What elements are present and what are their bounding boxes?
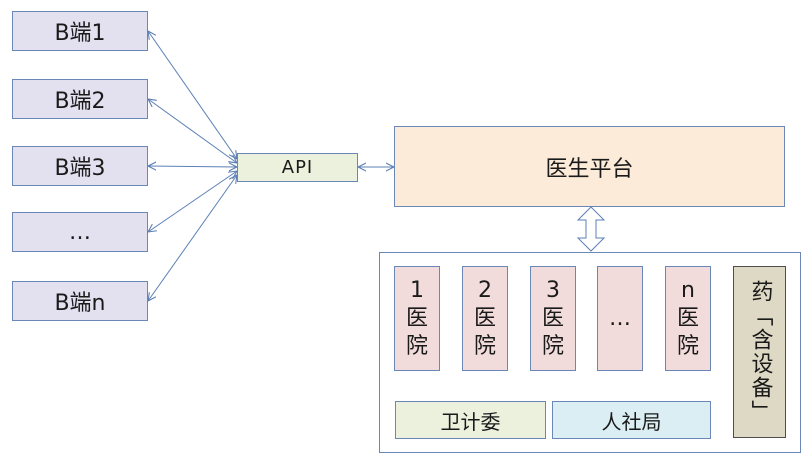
hospital-number: 3	[546, 277, 560, 303]
hospital-char-2: 院	[473, 333, 496, 359]
hospital-number: 2	[478, 277, 492, 303]
hospital-1: 1 医 院	[394, 266, 440, 371]
hospital-char-2: 院	[405, 333, 428, 359]
health-commission-box: 卫计委	[395, 401, 546, 439]
pharma-box: 药「含设备」	[733, 266, 786, 438]
client-b2: B端2	[12, 79, 148, 119]
client-bn: B端n	[12, 281, 148, 321]
health-commission-label: 卫计委	[440, 409, 501, 434]
client-b1: B端1	[12, 11, 148, 51]
link-b2-api	[148, 99, 237, 163]
hospital-number: n	[681, 277, 695, 303]
api-box: API	[237, 153, 358, 182]
client-label: B端2	[54, 89, 106, 114]
social-security-box: 人社局	[552, 401, 711, 439]
link-b3-api	[148, 166, 237, 167]
hospital-char-2: 院	[676, 333, 699, 359]
client-ellipsis: …	[12, 212, 148, 252]
client-label: B端1	[54, 21, 106, 46]
link-b4-api	[148, 171, 237, 232]
hospital-3: 3 医 院	[530, 266, 576, 371]
hospital-number: …	[609, 305, 631, 331]
hospital-char-2: 院	[541, 333, 564, 359]
client-label: …	[69, 219, 91, 245]
hospital-number: 1	[410, 277, 424, 303]
hospital-char-1: 医	[473, 305, 496, 331]
pharma-label: 药「含设备」	[747, 280, 773, 424]
doctor-platform-label: 医生平台	[545, 156, 634, 182]
hospital-char-1: 医	[541, 305, 564, 331]
hospital-2: 2 医 院	[462, 266, 508, 371]
client-label: B端3	[54, 156, 106, 181]
link-bn-api	[148, 175, 237, 301]
hospital-char-1: 医	[676, 305, 699, 331]
client-label: B端n	[54, 291, 106, 316]
hospital-char-1: 医	[405, 305, 428, 331]
social-security-label: 人社局	[601, 409, 662, 434]
api-label: API	[281, 157, 314, 178]
hospital-n: n 医 院	[665, 266, 711, 371]
doctor-platform-box: 医生平台	[394, 126, 785, 207]
hospital-ellipsis: …	[597, 266, 643, 371]
client-b3: B端3	[12, 146, 148, 186]
link-b1-api	[148, 31, 237, 159]
double-arrow-doctor-group	[576, 206, 606, 252]
